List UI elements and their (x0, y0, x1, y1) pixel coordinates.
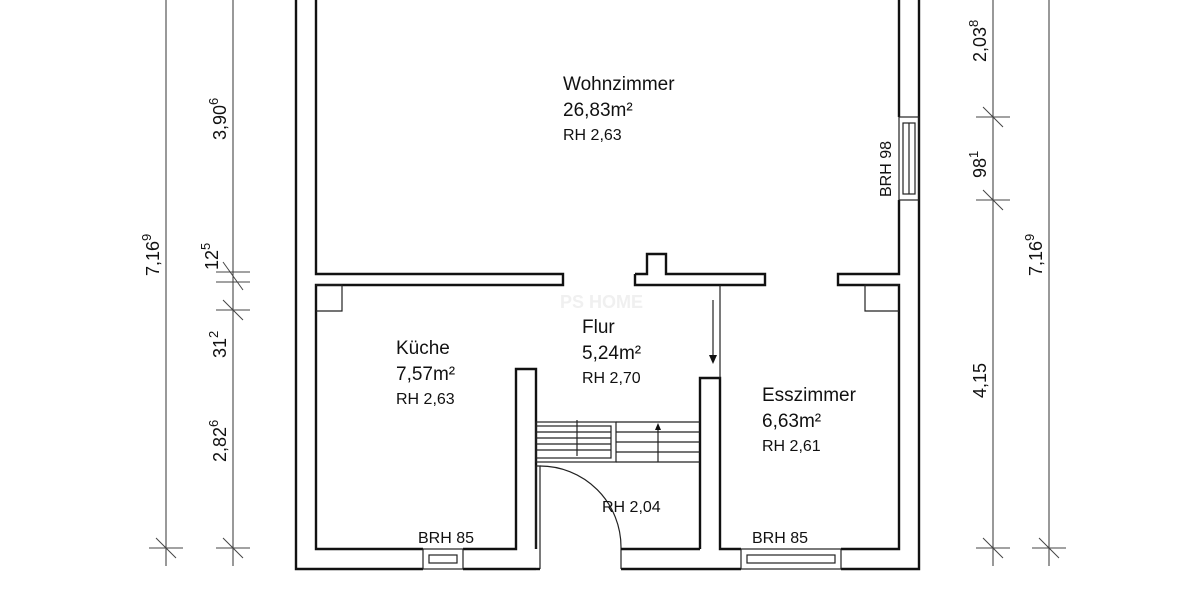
dim-right-1: 2,038 (966, 20, 990, 62)
room-esszimmer: Esszimmer 6,63m² RH 2,61 (762, 385, 857, 455)
svg-text:4,15: 4,15 (970, 363, 990, 398)
arrow-up-icon (655, 423, 661, 430)
room-area: 6,63m² (762, 411, 821, 432)
dim-right-outer: 7,169 (1022, 234, 1046, 276)
room-name: Küche (396, 338, 450, 359)
window-label-kueche: BRH 85 (418, 530, 474, 547)
svg-text:981: 981 (966, 151, 990, 178)
dim-left-4: 2,826 (206, 420, 230, 462)
arrow-down-icon (709, 355, 717, 364)
dim-right-3: 4,15 (970, 363, 990, 398)
stair-landing-height: RH 2,04 (602, 499, 661, 516)
dim-left-2: 125 (198, 243, 222, 270)
svg-text:7,169: 7,169 (139, 234, 163, 276)
svg-text:125: 125 (198, 243, 222, 270)
window-label-esszimmer: BRH 85 (752, 530, 808, 547)
dim-right-2: 981 (966, 151, 990, 178)
room-name: Wohnzimmer (563, 74, 675, 95)
staircase (535, 420, 700, 463)
room-height: RH 2,61 (762, 438, 821, 455)
door-swing (535, 465, 700, 571)
room-name: Esszimmer (762, 385, 857, 406)
room-height: RH 2,70 (582, 370, 641, 387)
watermark: PS HOME (560, 292, 643, 312)
dim-left-1: 3,906 (206, 98, 230, 140)
window-kueche (422, 548, 464, 570)
room-height: RH 2,63 (563, 127, 622, 144)
room-area: 5,24m² (582, 343, 641, 364)
svg-text:7,169: 7,169 (1022, 234, 1046, 276)
window-right (898, 116, 920, 201)
svg-text:2,038: 2,038 (966, 20, 990, 62)
svg-text:3,906: 3,906 (206, 98, 230, 140)
room-area: 26,83m² (563, 100, 633, 121)
room-height: RH 2,63 (396, 391, 455, 408)
dimension-lines-left (149, 0, 250, 566)
window-label-right: BRH 98 (878, 141, 895, 197)
dimension-lines-right (976, 0, 1066, 566)
svg-text:312: 312 (206, 331, 230, 358)
room-kueche: Küche 7,57m² RH 2,63 (396, 338, 455, 408)
flur-divider (709, 285, 721, 378)
svg-text:2,826: 2,826 (206, 420, 230, 462)
dim-left-outer: 7,169 (139, 234, 163, 276)
room-flur: Flur 5,24m² RH 2,70 (582, 317, 641, 387)
center-wall-stub (633, 252, 767, 287)
pilasters (316, 284, 899, 312)
dim-left-3: 312 (206, 331, 230, 358)
window-esszimmer (740, 548, 842, 570)
room-area: 7,57m² (396, 364, 455, 385)
room-name: Flur (582, 317, 615, 338)
room-wohnzimmer: Wohnzimmer 26,83m² RH 2,63 (563, 74, 675, 144)
